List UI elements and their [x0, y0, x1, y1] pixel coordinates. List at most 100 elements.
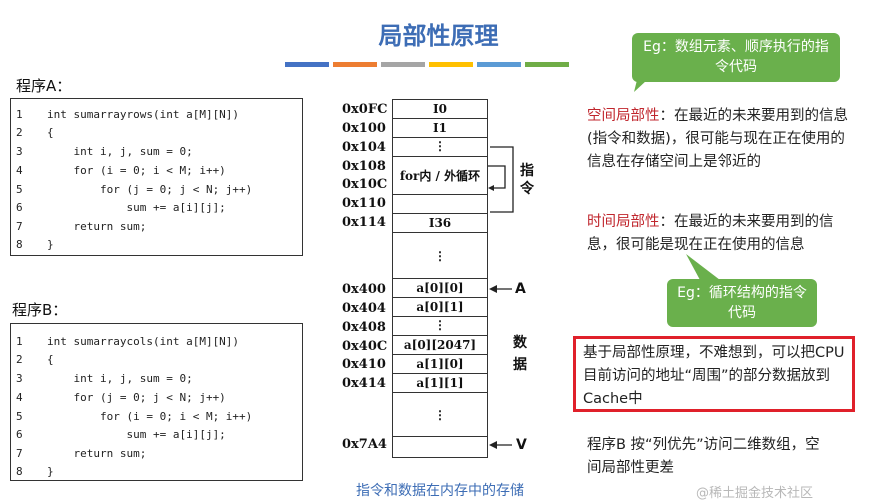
code-text: for (i = 0; i < M; i++) — [47, 164, 226, 177]
code-text: int sumarrayrows(int a[M][N]) — [47, 108, 240, 121]
line-number: 6 — [16, 201, 23, 214]
memory-cell: a[0][1] — [393, 298, 487, 317]
temporal-locality-desc: ：在最近的未来要用到的信息，很可能是现在正在使用的信息 — [587, 214, 834, 253]
code-line: 8} — [11, 463, 302, 481]
memory-address: 0x0FC — [342, 102, 388, 117]
memory-cell — [393, 437, 487, 457]
code-text: int i, j, sum = 0; — [47, 372, 193, 385]
memory-cell: ⋮ — [393, 317, 487, 336]
memory-cell: I1 — [393, 119, 487, 138]
memory-cell: a[1][1] — [393, 374, 487, 393]
code-text: sum += a[i][j]; — [47, 201, 226, 214]
line-number: 5 — [16, 410, 23, 423]
watermark: @稀土掘金技术社区 — [696, 486, 814, 501]
code-line: 2{ — [11, 124, 302, 142]
line-number: 2 — [16, 353, 23, 366]
line-number: 2 — [16, 126, 23, 139]
memory-address: 0x414 — [342, 376, 386, 391]
memory-cell: ⋮ — [393, 393, 487, 437]
memory-address: 0x100 — [342, 121, 386, 136]
line-number: 4 — [16, 391, 23, 404]
memory-address: 0x408 — [342, 320, 386, 335]
memory-address: 0x110 — [342, 196, 386, 211]
code-line: 5 for (i = 0; i < M; i++) — [11, 408, 302, 426]
memory-cell: for内 / 外循环 — [393, 157, 487, 195]
temporal-locality-text: 时间局部性：在最近的未来要用到的信息，很可能是现在正在使用的信息 — [587, 211, 849, 257]
callout-spatial-example: Eg：数组元素、顺序执行的指令代码 — [632, 33, 840, 82]
temporal-locality-term: 时间局部性 — [587, 214, 660, 230]
spatial-locality-term: 空间局部性 — [587, 108, 660, 124]
code-text: int i, j, sum = 0; — [47, 145, 193, 158]
memory-address: 0x10C — [342, 177, 388, 192]
code-line: 3 int i, j, sum = 0; — [11, 143, 302, 161]
code-text: return sum; — [47, 220, 147, 233]
memory-cell: a[0][0] — [393, 279, 487, 298]
line-number: 7 — [16, 220, 23, 233]
bottom-note: 程序B 按“列优先”访问二维数组，空间局部性更差 — [587, 437, 820, 476]
pointer-v-label: V — [516, 437, 527, 453]
accent-bar-3 — [381, 62, 425, 67]
line-number: 6 — [16, 428, 23, 441]
line-number: 3 — [16, 372, 23, 385]
callout-temporal-example: Eg：循环结构的指令代码 — [667, 279, 817, 327]
line-number: 1 — [16, 335, 23, 348]
data-label: 数据 — [513, 335, 527, 373]
line-number: 4 — [16, 164, 23, 177]
conclusion-box — [573, 336, 855, 412]
line-number: 8 — [16, 238, 23, 251]
code-text: for (j = 0; j < N; j++) — [47, 183, 253, 196]
code-line: 4 for (i = 0; i < M; i++) — [11, 162, 302, 180]
code-line: 7 return sum; — [11, 445, 302, 463]
code-text: } — [47, 465, 54, 478]
code-text: { — [47, 353, 54, 366]
code-text: sum += a[i][j]; — [47, 428, 226, 441]
conclusion-text: 基于局部性原理，不难想到，可以把CPU目前访问的地址“周围”的部分数据放到Cac… — [583, 345, 845, 407]
accent-bar-1 — [285, 62, 329, 67]
memory-address: 0x7A4 — [342, 437, 387, 452]
code-line: 3 int i, j, sum = 0; — [11, 370, 302, 388]
accent-bar-2 — [333, 62, 377, 67]
memory-address: 0x404 — [342, 301, 386, 316]
code-line: 6 sum += a[i][j]; — [11, 199, 302, 217]
code-line: 7 return sum; — [11, 218, 302, 236]
code-line: 8} — [11, 236, 302, 254]
page-title: 局部性原理 — [378, 22, 499, 50]
code-text: for (i = 0; i < M; i++) — [47, 410, 253, 423]
code-text: int sumarraycols(int a[M][N]) — [47, 335, 240, 348]
memory-cell — [393, 195, 487, 214]
memory-address: 0x40C — [342, 339, 388, 354]
memory-cell: I36 — [393, 214, 487, 233]
line-number: 1 — [16, 108, 23, 121]
pointer-a-arrowhead-icon — [489, 285, 497, 293]
diagram-caption: 指令和数据在内存中的存储 — [356, 483, 524, 499]
memory-address: 0x410 — [342, 357, 386, 372]
code-line: 1 int sumarraycols(int a[M][N]) — [11, 333, 302, 351]
line-number: 7 — [16, 447, 23, 460]
accent-bar-5 — [477, 62, 521, 67]
code-line: 1 int sumarrayrows(int a[M][N]) — [11, 106, 302, 124]
memory-column: I0 I1 ⋮ for内 / 外循环 I36 ⋮ a[0][0] a[0][1]… — [392, 99, 488, 458]
loop-arrow-icon — [488, 165, 506, 189]
pointer-a-label: A — [515, 281, 526, 297]
line-number: 5 — [16, 183, 23, 196]
program-a-label: 程序A： — [16, 77, 72, 95]
code-line: 4 for (j = 0; j < N; j++) — [11, 389, 302, 407]
memory-cell: a[0][2047] — [393, 336, 487, 355]
program-a-code-box: 1 int sumarrayrows(int a[M][N]) 2{ 3 int … — [10, 98, 303, 256]
line-number: 3 — [16, 145, 23, 158]
memory-address: 0x114 — [342, 215, 386, 230]
code-line: 2{ — [11, 351, 302, 369]
pointer-v-arrowhead-icon — [489, 441, 497, 449]
accent-bar-6 — [525, 62, 569, 67]
memory-cell: I0 — [393, 100, 487, 119]
callout-mid-tail — [686, 254, 720, 280]
code-text: return sum; — [47, 447, 147, 460]
code-text: } — [47, 238, 54, 251]
accent-bar-4 — [429, 62, 473, 67]
code-line: 5 for (j = 0; j < N; j++) — [11, 181, 302, 199]
memory-address: 0x104 — [342, 140, 386, 155]
instr-bracket-icon — [490, 146, 514, 213]
memory-address: 0x108 — [342, 159, 386, 174]
memory-address: 0x400 — [342, 282, 386, 297]
